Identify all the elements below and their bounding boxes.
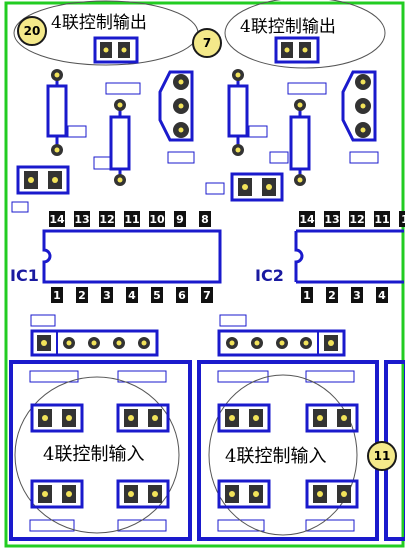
transistor-q1 xyxy=(158,70,194,142)
ic-pin-number: 11 xyxy=(124,211,140,227)
input-pad-pair xyxy=(217,403,271,433)
ic2-label: IC2 xyxy=(255,266,284,285)
ic-pin-number: 14 xyxy=(299,211,315,227)
input-block-left xyxy=(9,360,192,541)
output-right-ellipse xyxy=(224,0,386,69)
ic-pin-number: 10 xyxy=(149,211,165,227)
output-left-label: 4联控制输出 xyxy=(51,13,147,33)
input-pad-pair xyxy=(30,403,84,433)
header-right xyxy=(217,329,346,357)
ic-pin-number: 9 xyxy=(174,211,186,227)
ic2-body xyxy=(294,229,404,284)
jumper-right xyxy=(230,172,284,202)
output-right-label: 4联控制输出 xyxy=(240,17,336,37)
header-left xyxy=(30,329,159,357)
ic-pin-number: 3 xyxy=(351,287,363,303)
jumper-left xyxy=(16,165,70,195)
input-pad-pair xyxy=(116,479,170,509)
ic-pin-number: 4 xyxy=(126,287,138,303)
ic-pin-number: 11 xyxy=(374,211,390,227)
input-pad-pair xyxy=(305,403,359,433)
ic-pin-number: 1 xyxy=(399,211,405,227)
badge-11: 11 xyxy=(367,441,397,471)
ic-pin-number: 8 xyxy=(199,211,211,227)
ic-pin-number: 13 xyxy=(74,211,90,227)
ic-pin-number: 13 xyxy=(324,211,340,227)
ic-pin-number: 12 xyxy=(99,211,115,227)
ic-pin-number: 6 xyxy=(176,287,188,303)
input-pad-pair xyxy=(305,479,359,509)
ic-pin-number: 3 xyxy=(101,287,113,303)
ic-pin-number: 7 xyxy=(201,287,213,303)
ic-pin-number: 12 xyxy=(349,211,365,227)
input-pad-pair xyxy=(116,403,170,433)
ic-pin-number: 2 xyxy=(76,287,88,303)
ic-pin-number: 4 xyxy=(376,287,388,303)
output-connector-left xyxy=(93,36,139,64)
input-pad-pair xyxy=(217,479,271,509)
board-outline xyxy=(4,1,405,548)
input-right-label: 4联控制输入 xyxy=(225,446,327,467)
resistor-r3 xyxy=(227,75,249,150)
resistor-r4 xyxy=(289,105,311,180)
resistor-r2 xyxy=(109,105,131,180)
badge-7: 7 xyxy=(192,28,222,58)
ic-pin-number: 1 xyxy=(301,287,313,303)
ic-pin-number: 2 xyxy=(326,287,338,303)
resistor-r1 xyxy=(46,75,68,150)
transistor-q2 xyxy=(341,70,377,142)
ic-pin-number: 14 xyxy=(49,211,65,227)
ic-pin-number: 5 xyxy=(151,287,163,303)
output-connector-right xyxy=(274,36,320,64)
input-left-label: 4联控制输入 xyxy=(43,444,145,465)
ic1-body xyxy=(42,229,222,284)
badge-20: 20 xyxy=(17,16,47,46)
input-pad-pair xyxy=(30,479,84,509)
ic-pin-number: 1 xyxy=(51,287,63,303)
ic1-label: IC1 xyxy=(10,266,39,285)
